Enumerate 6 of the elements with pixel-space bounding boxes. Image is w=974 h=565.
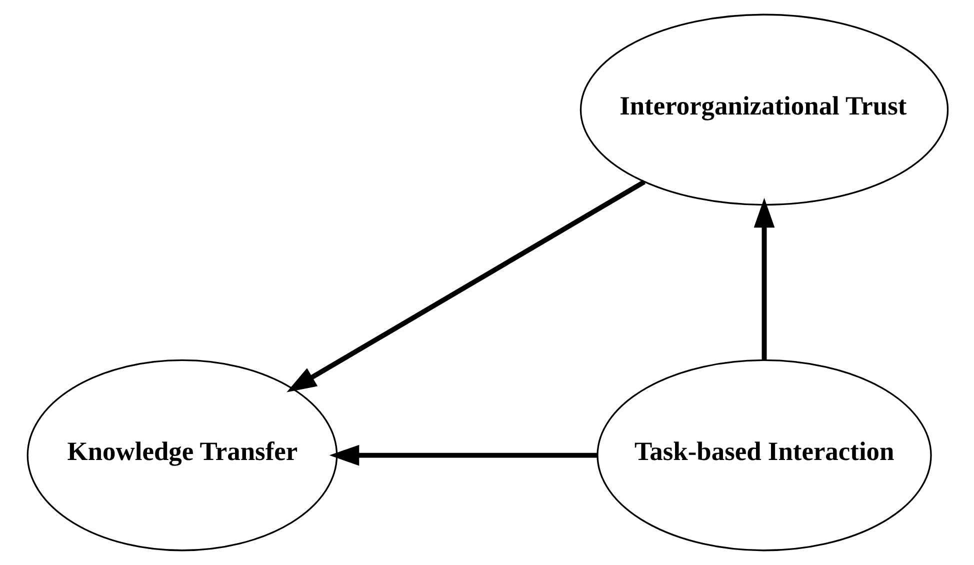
arrow: [753, 198, 774, 360]
node-ellipse: Task-based Interaction: [596, 359, 932, 552]
arrow: [286, 180, 646, 392]
node-ellipse: Interorganizational Trust: [579, 14, 948, 206]
arrow: [328, 444, 597, 466]
node-ellipse: Knowledge Transfer: [26, 359, 338, 552]
